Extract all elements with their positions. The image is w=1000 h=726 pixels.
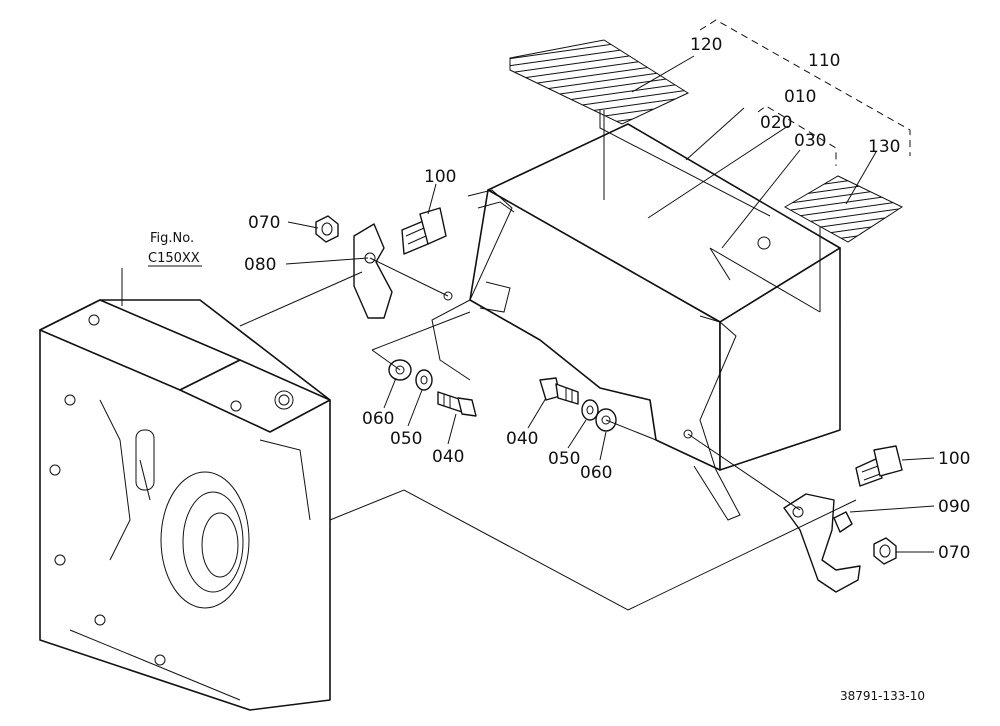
callout-120: 120: [690, 35, 722, 55]
callout-030: 030: [794, 131, 826, 151]
drawing-number: 38791-133-10: [840, 689, 925, 703]
washer-050-left: [415, 369, 433, 391]
transmission-case: [39, 299, 331, 711]
callout-110: 110: [808, 51, 840, 71]
leader-lines: [121, 55, 935, 553]
nut-070-lower: [873, 537, 897, 565]
callout-060-right: 060: [580, 463, 612, 483]
callout-050-right: 050: [548, 449, 580, 469]
callout-100-upper: 100: [424, 167, 456, 187]
assembly-lines: [239, 110, 857, 611]
fig-ref-number: C150XX: [148, 251, 200, 266]
callout-090: 090: [938, 497, 970, 517]
callout-bracket-110: [699, 19, 911, 166]
label-130: [783, 175, 904, 243]
nut-070-upper: [315, 215, 339, 243]
callout-050-left: 050: [390, 429, 422, 449]
callout-040-right: 040: [506, 429, 538, 449]
callout-060-left: 060: [362, 409, 394, 429]
callout-010: 010: [784, 87, 816, 107]
callout-070-lower: 070: [938, 543, 970, 563]
bolt-040-right: [539, 377, 579, 405]
cover-010: [431, 110, 841, 521]
fig-ref-label: Fig.No.: [150, 231, 194, 246]
callout-130: 130: [868, 137, 900, 157]
callout-070-upper: 070: [248, 213, 280, 233]
callout-080: 080: [244, 255, 276, 275]
callout-040-left: 040: [432, 447, 464, 467]
callout-100-lower: 100: [938, 449, 970, 469]
label-120: [509, 39, 690, 125]
bolt-100-upper: [401, 207, 447, 255]
bolt-040-left: [437, 391, 477, 417]
callout-020: 020: [760, 113, 792, 133]
bracket-090: [783, 493, 861, 593]
washer-050-right: [581, 399, 599, 421]
bolt-100-lower: [855, 445, 903, 487]
bracket-080: [353, 223, 393, 319]
